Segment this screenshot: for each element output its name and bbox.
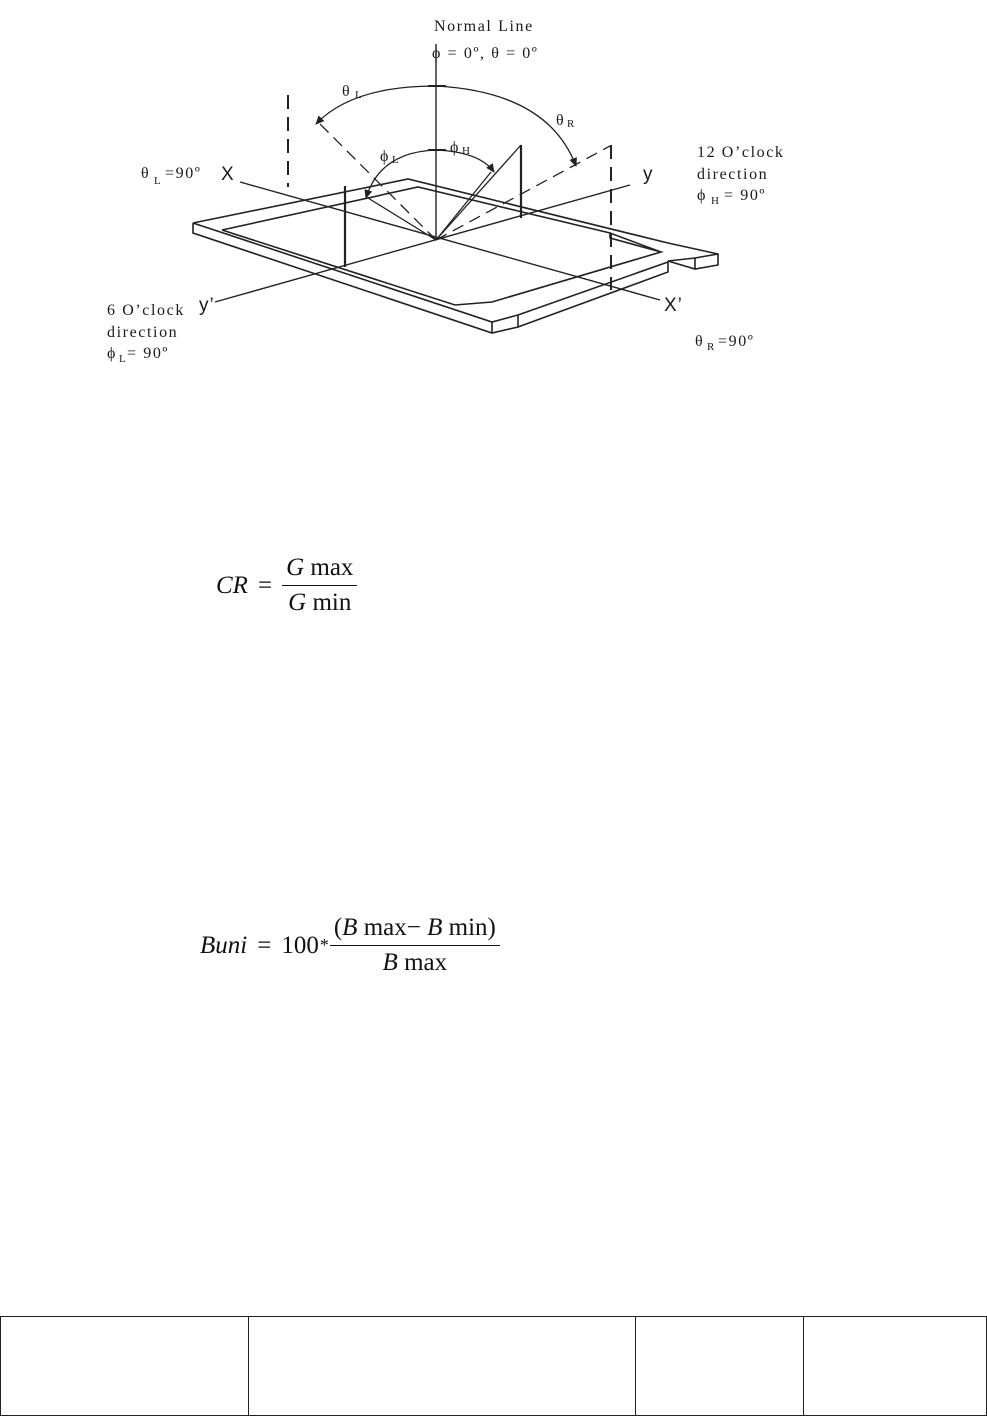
formula-buni-lhs: Buni: [200, 931, 248, 959]
table-cell: [0, 1316, 249, 1416]
axis-y-prime-label: y’: [199, 295, 215, 316]
normal-angles-label: ϕ = 0º, θ = 0º: [432, 45, 538, 62]
formula-buni-numerator: (B max− B min): [329, 914, 500, 946]
table-cell: [248, 1316, 636, 1416]
axes: [214, 44, 661, 303]
table-row: [0, 1316, 987, 1416]
theta-r-90-subscript: R: [707, 341, 715, 353]
clock12-line2: direction: [697, 166, 768, 183]
brightness-uniformity-formula: Buni = 100 * (B max− B min) B max: [200, 914, 500, 977]
formula-cr-numerator: G max: [282, 554, 358, 586]
phi-h-subscript: H: [462, 145, 470, 157]
phi-l-90-symbol: ϕ: [107, 345, 117, 362]
y-axis-line: [214, 184, 631, 303]
contrast-ratio-formula: CR = G max G min: [216, 554, 358, 617]
axis-x-prime-label: X’: [664, 295, 683, 316]
phi-l-90-subscript: L: [119, 353, 126, 365]
theta-l-90-subscript: L: [154, 175, 161, 187]
angle-arcs: [315, 85, 577, 199]
phi-h-symbol: ϕ: [450, 139, 460, 156]
phi-h-90-symbol: ϕ: [697, 187, 707, 204]
theta-l-subscript: L: [355, 89, 362, 101]
theta-r-90-symbol: θ: [695, 333, 704, 350]
viewing-angle-diagram: Normal Line ϕ = 0º, θ = 0º θ L θ R ϕ L ϕ…: [107, 18, 785, 365]
x-axis-line: [239, 181, 661, 301]
theta-r-90-value: =90º: [718, 333, 754, 350]
formula-cr-lhs: CR: [216, 571, 248, 599]
phi-l-subscript: L: [392, 154, 399, 166]
theta-l-symbol: θ: [342, 83, 351, 100]
theta-r-arc: [435, 85, 577, 167]
formula-cr-denominator: G min: [288, 589, 352, 616]
formula-buni-coefficient: 100: [281, 931, 319, 959]
normal-line-label: Normal Line: [434, 18, 534, 35]
phi-h-90-subscript: H: [711, 195, 719, 207]
clock6-line1: 6 O’clock: [107, 302, 185, 319]
lcd-panel-outline: [192, 178, 719, 334]
reference-posts: [343, 145, 523, 267]
axis-y-label: y: [643, 164, 654, 185]
theta-l-90-symbol: θ: [141, 165, 150, 182]
theta-r-subscript: R: [567, 118, 575, 130]
theta-l-arc: [315, 85, 437, 125]
formula-buni-denominator: B max: [382, 949, 448, 976]
formula-buni-fraction: (B max− B min) B max: [329, 914, 500, 977]
axis-x-label: X: [221, 164, 235, 185]
normal-ticks: [428, 85, 446, 151]
theta-l-90-value: =90º: [165, 165, 201, 182]
clock12-line1: 12 O’clock: [697, 144, 785, 161]
dashed-verticals: [287, 95, 612, 290]
clock6-line2: direction: [107, 324, 178, 341]
footer-table: [0, 1316, 987, 1416]
formula-cr-fraction: G max G min: [282, 554, 358, 617]
phi-l-arc: [364, 149, 437, 199]
formula-cr-equals: =: [257, 571, 273, 599]
phi-l-symbol: ϕ: [380, 148, 390, 165]
phi-l-90-value: = 90º: [127, 345, 169, 362]
formula-buni-times: *: [319, 935, 329, 955]
table-cell: [803, 1316, 987, 1416]
viewing-rays: [315, 119, 611, 241]
formula-buni-equals: =: [257, 931, 272, 959]
theta-r-symbol: θ: [556, 112, 565, 129]
phi-h-90-value: = 90º: [724, 187, 766, 204]
table-cell: [635, 1316, 804, 1416]
